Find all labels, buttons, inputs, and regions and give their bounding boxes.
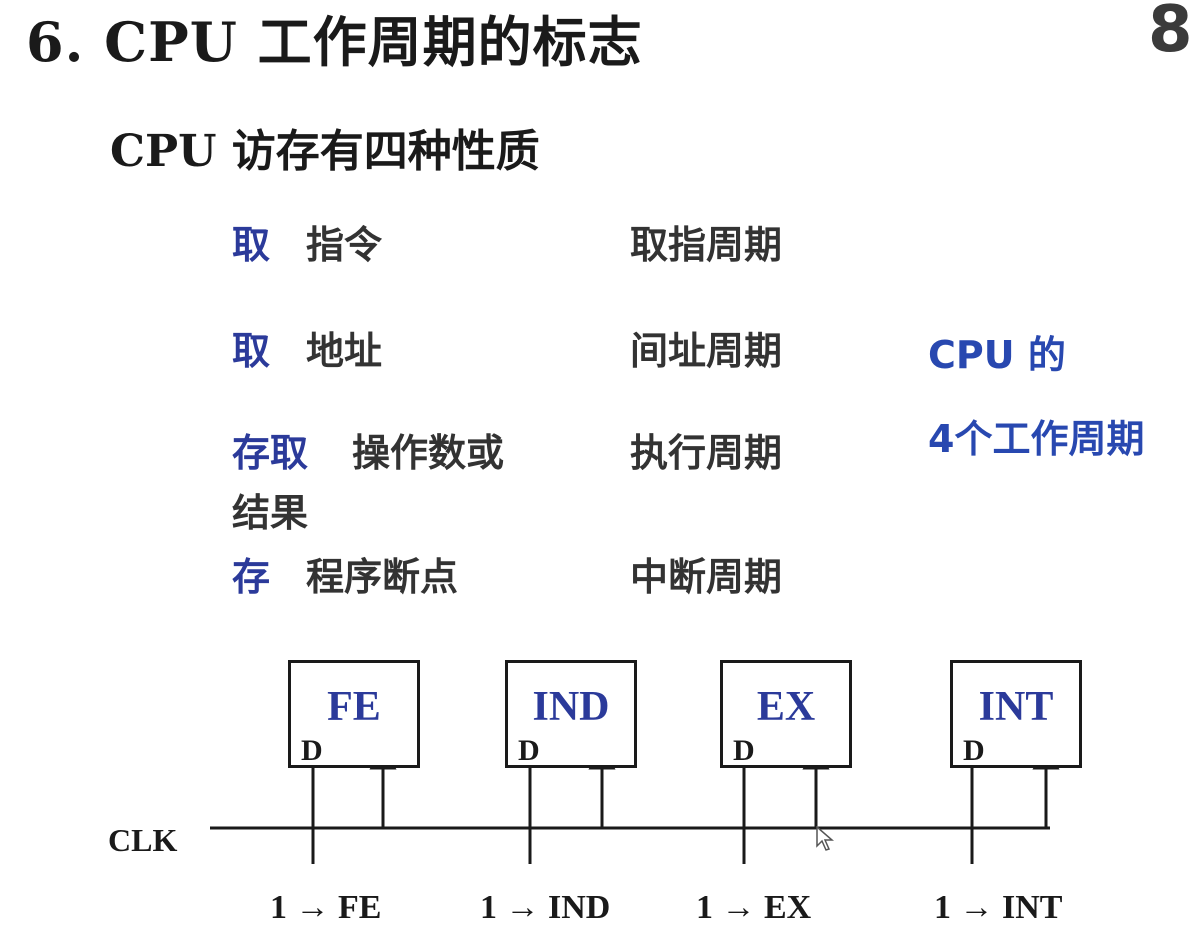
flip-flop-ind: IND D — [505, 660, 637, 768]
page-number: 8 — [1148, 0, 1189, 67]
flip-flop-int-label: INT — [978, 684, 1054, 730]
mouse-cursor-icon — [816, 826, 834, 851]
cycle-fetch: 取指周期 — [630, 222, 783, 267]
set-label-int: 1 → INT — [934, 889, 1063, 926]
cycle-interrupt: 中断周期 — [630, 554, 783, 599]
flip-flop-ex-label: EX — [756, 684, 816, 730]
flip-flop-fe-label: FE — [327, 684, 381, 730]
flip-flop-fe: FE D — [288, 660, 420, 768]
access-action-fetch-instruction: 取 — [232, 222, 271, 267]
access-action-fetch-address: 取 — [232, 328, 271, 373]
flip-flop-ex: EX D — [720, 660, 852, 768]
access-object-result: 结果 — [232, 490, 309, 535]
flip-flop-int: INT D — [950, 660, 1082, 768]
flip-flop-fe-d-input: D — [301, 734, 323, 767]
flip-flop-int-d-input: D — [963, 734, 985, 767]
access-object-breakpoint: 程序断点 — [306, 554, 459, 599]
set-label-fe: 1 → FE — [270, 889, 382, 926]
flip-flop-ind-label: IND — [532, 684, 610, 730]
cycle-execute: 执行周期 — [630, 430, 783, 475]
access-action-store-breakpoint: 存 — [232, 554, 271, 599]
access-object-address: 地址 — [306, 328, 383, 373]
side-note-line2: 4个工作周期 — [928, 417, 1145, 461]
section-subtitle: CPU 访存有四种性质 — [110, 126, 540, 177]
side-note-line1: CPU 的 — [928, 333, 1066, 377]
page-title: 6. CPU 工作周期的标志 — [26, 10, 643, 74]
set-label-ind: 1 → IND — [480, 889, 611, 926]
clock-label: CLK — [108, 822, 178, 858]
flip-flop-ex-d-input: D — [733, 734, 755, 767]
access-object-instruction: 指令 — [306, 222, 383, 267]
access-action-read-write-operand: 存取 — [232, 430, 309, 475]
cycle-indirect: 间址周期 — [630, 328, 783, 373]
set-label-ex: 1 → EX — [696, 889, 812, 926]
flip-flop-ind-d-input: D — [518, 734, 540, 767]
access-object-operand: 操作数或 — [352, 430, 505, 475]
